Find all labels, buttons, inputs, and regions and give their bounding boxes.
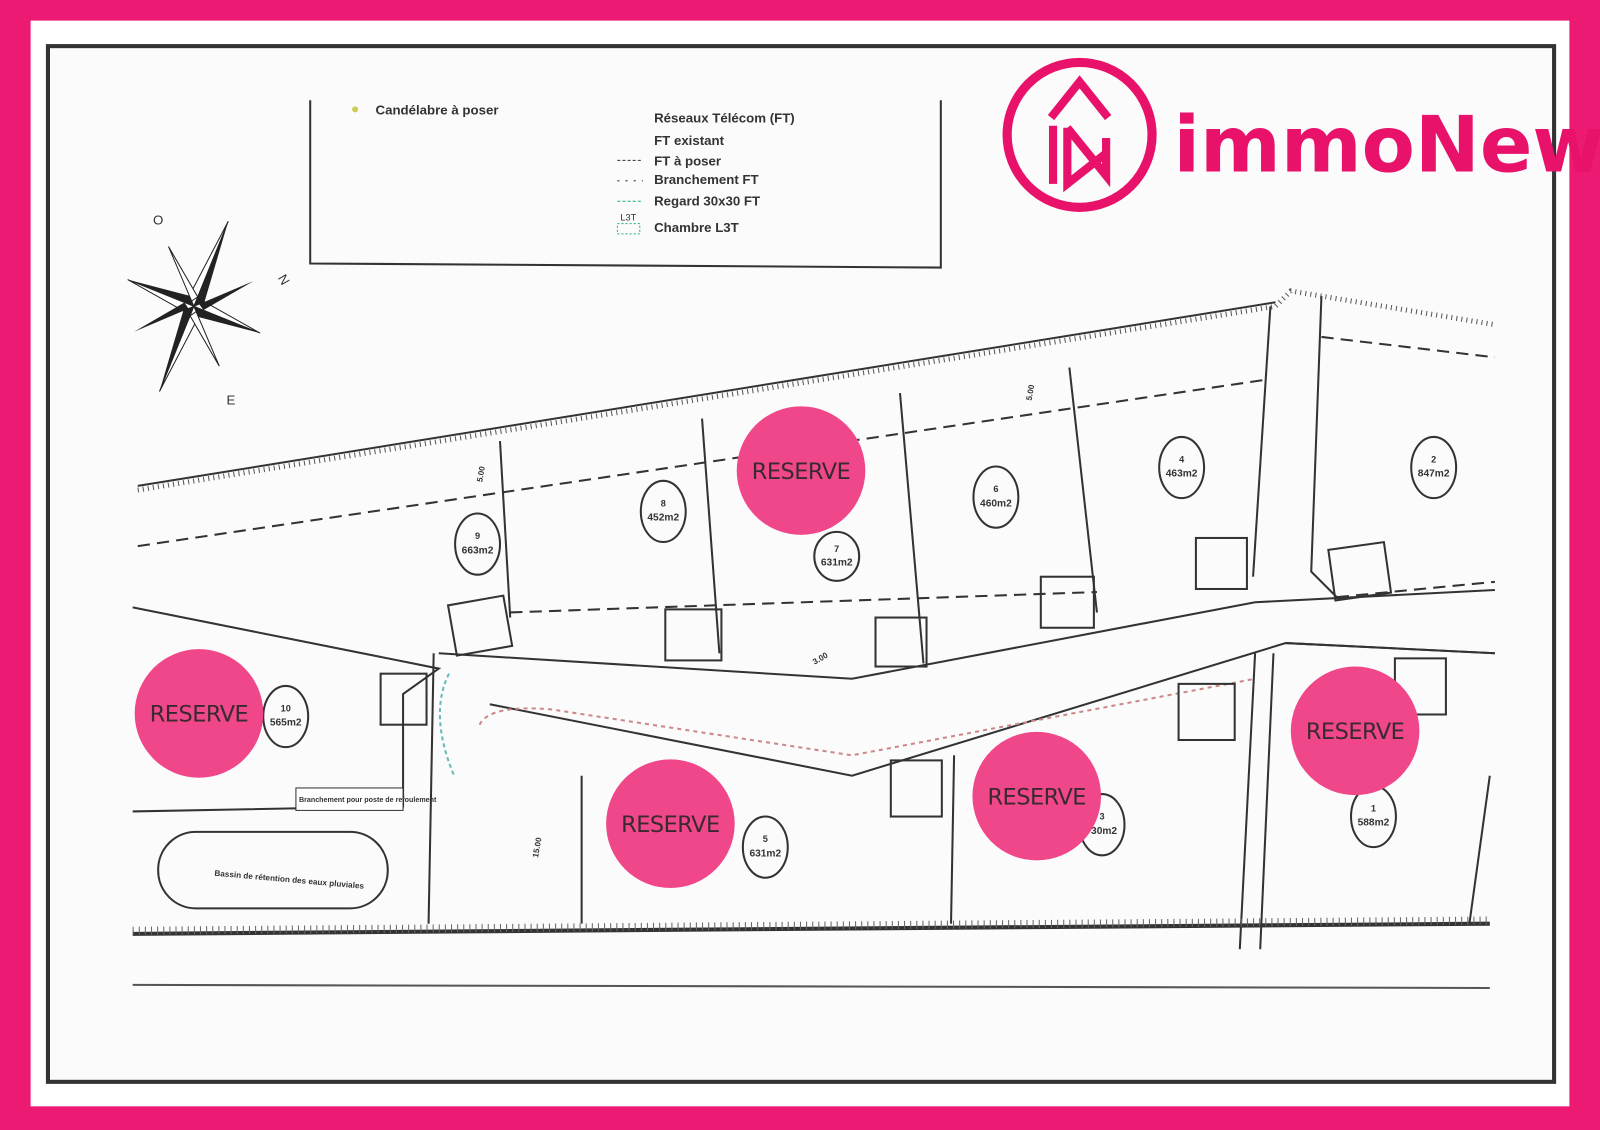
branchement-box	[295, 787, 404, 811]
compass-west: O	[153, 213, 163, 228]
reserve-badge: RESERVE	[134, 649, 264, 778]
lot-area: 631m2	[821, 558, 853, 569]
lot-7[interactable]: 7 631m2	[813, 530, 861, 582]
legend-item: FT existant	[654, 133, 725, 148]
lot-number: 3	[1099, 812, 1104, 822]
reserve-badges: RESERVE RESERVE RESERVE RESERVE RESERVE	[134, 406, 1420, 888]
lot-area: 30m2	[1091, 826, 1117, 837]
legend-candelabre: Candélabre à poser	[376, 102, 499, 117]
lot-number: 4	[1179, 454, 1185, 464]
lot-area: 663m2	[462, 545, 494, 556]
lot-number: 9	[475, 531, 480, 541]
compass-east: E	[227, 392, 236, 407]
lot-area: 631m2	[749, 848, 781, 859]
lot-9[interactable]: 9 663m2	[454, 512, 502, 576]
compass-rose-icon	[127, 220, 261, 392]
legend-item: Regard 30x30 FT	[654, 193, 760, 208]
lot-number: 2	[1431, 454, 1436, 464]
svg-text:RESERVE: RESERVE	[752, 459, 851, 485]
reserve-badge: RESERVE	[736, 406, 866, 535]
lot-number: 8	[661, 498, 666, 508]
lot-number: 5	[763, 834, 768, 844]
legend-title: Réseaux Télécom (FT)	[654, 111, 795, 126]
lot-2[interactable]: 2 847m2	[1410, 435, 1458, 500]
lot-area: 847m2	[1418, 469, 1450, 480]
lot-number: 1	[1371, 803, 1376, 813]
dimension: 5.00	[1025, 384, 1037, 402]
reserve-badge: RESERVE	[1290, 666, 1420, 796]
legend: Candélabre à poser Réseaux Télécom (FT) …	[309, 100, 942, 269]
reserve-badge: RESERVE	[606, 759, 735, 888]
reserve-badge: RESERVE	[972, 731, 1102, 861]
immonew-logo: immoNew	[1002, 57, 1600, 212]
svg-text:RESERVE: RESERVE	[621, 812, 720, 838]
lot-5[interactable]: 5 631m2	[741, 815, 789, 879]
legend-item: Branchement FT	[654, 172, 759, 187]
lot-number: 6	[993, 484, 998, 494]
lot-area: 463m2	[1166, 469, 1198, 480]
dimension: 15.00	[531, 836, 543, 858]
lot-area: 565m2	[270, 718, 302, 729]
lot-area: 452m2	[647, 513, 679, 524]
svg-text:RESERVE: RESERVE	[1306, 719, 1405, 745]
brand-name: immoNew	[1173, 101, 1600, 191]
legend-item: FT à poser	[654, 154, 721, 169]
lot-markers: 9 663m2 8 452m2 7 631m2 6 460m2 4 463m2 2 847m…	[262, 435, 1458, 879]
dimension: 5.00	[475, 465, 487, 483]
parking-symbols	[379, 536, 1447, 818]
logo-circle-icon	[1002, 57, 1157, 212]
lot-number: 7	[834, 544, 839, 554]
logo-monogram	[1048, 125, 1111, 193]
svg-text:RESERVE: RESERVE	[150, 702, 249, 728]
lot-area: 460m2	[980, 498, 1012, 509]
lot-4[interactable]: 4 463m2	[1158, 435, 1206, 500]
lot-6[interactable]: 6 460m2	[972, 465, 1020, 529]
lot-area: 588m2	[1358, 818, 1390, 829]
lot-number: 10	[281, 703, 291, 713]
svg-text:RESERVE: RESERVE	[987, 784, 1086, 810]
annotation-branchement: Branchement pour poste de refoulement	[299, 796, 437, 804]
candelabre-icon	[352, 106, 359, 113]
house-roof-icon	[1047, 75, 1112, 121]
legend-l3t-tag: L3T	[620, 213, 636, 223]
lot-8[interactable]: 8 452m2	[639, 479, 687, 544]
legend-item: Chambre L3T	[654, 220, 739, 235]
lot-10[interactable]: 10 565m2	[262, 684, 310, 749]
